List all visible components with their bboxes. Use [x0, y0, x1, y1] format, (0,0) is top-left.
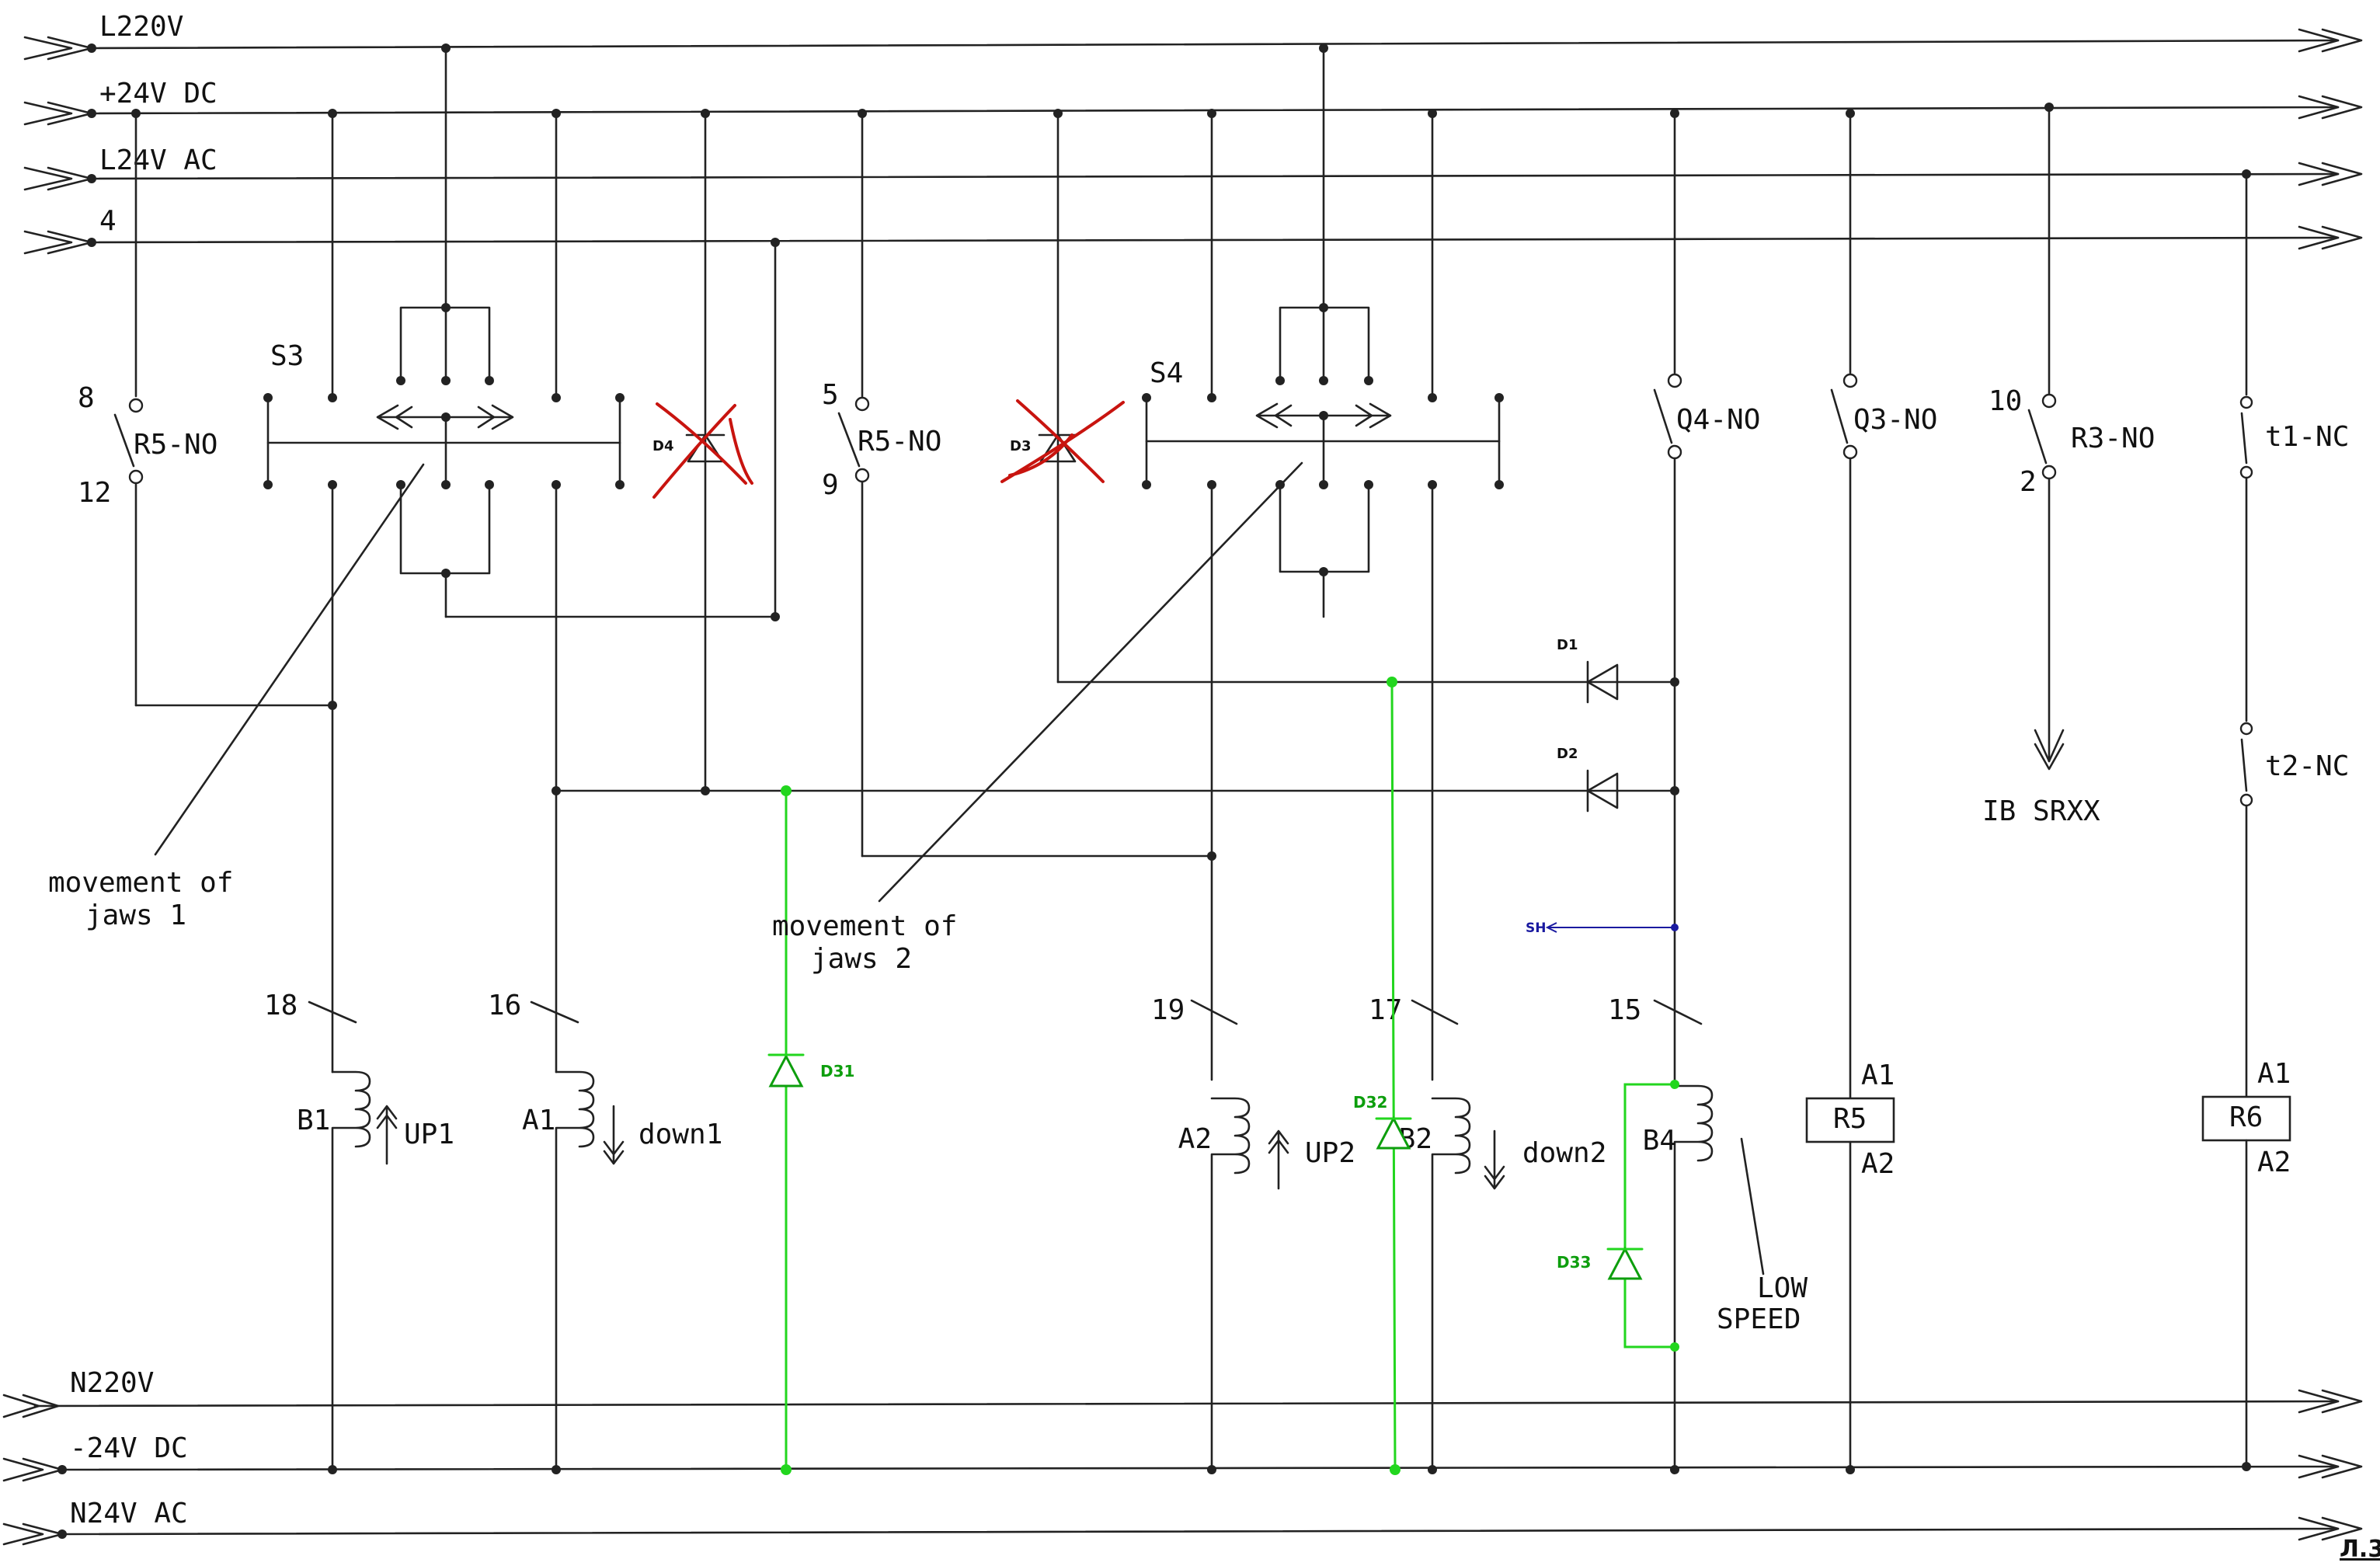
d33-diode-added — [1606, 1080, 1679, 1352]
r3-no-terminal-bottom: 2 — [2020, 466, 2037, 498]
b1-up1-coil — [308, 1000, 398, 1474]
d1-diode — [1056, 660, 1679, 704]
rail-label-p24v-dc: +24V DC — [99, 78, 217, 110]
a2-label: A2 — [1178, 1123, 1212, 1155]
q4-no-contact — [1653, 109, 1682, 1088]
d3-label: D3 — [1010, 438, 1031, 454]
b1-label: B1 — [297, 1105, 330, 1136]
q3-no-contact — [1830, 109, 1858, 1100]
d3-diode-removed — [1000, 109, 1125, 684]
a1-down1-coil — [530, 1000, 625, 1474]
d32-label: D32 — [1353, 1093, 1387, 1112]
sheet-number: Л.3 — [2340, 1536, 2380, 1563]
r5-relay-a2: A2 — [1861, 1148, 1895, 1180]
rail-label-l24v-ac: L24V AC — [99, 144, 217, 176]
wire-15: 15 — [1608, 994, 1641, 1026]
d2-label: D2 — [1557, 746, 1578, 762]
d33-label: D33 — [1557, 1253, 1591, 1272]
r3-no-label: R3-NO — [2071, 423, 2155, 454]
wire-19: 19 — [1151, 994, 1185, 1026]
d1-label: D1 — [1557, 637, 1578, 653]
d4-label: D4 — [652, 438, 673, 454]
r5-no-1-terminal-bottom: 12 — [78, 477, 111, 509]
rail-label-n24v-ac: N24V AC — [70, 1498, 188, 1529]
low-speed-line2: SPEED — [1717, 1303, 1801, 1335]
wire-18: 18 — [264, 990, 298, 1021]
rail-label-4: 4 — [99, 205, 117, 237]
r5-relay-a1: A1 — [1861, 1060, 1895, 1091]
r6-relay-label: R6 — [2229, 1101, 2263, 1133]
jaws1-note-line1: movement of — [48, 867, 233, 899]
s4-label: S4 — [1150, 357, 1183, 389]
r6-relay-a1: A1 — [2257, 1058, 2291, 1090]
r5-no-contact-1 — [113, 109, 334, 707]
down2-label: down2 — [1522, 1137, 1606, 1169]
low-speed-line1: LOW — [1757, 1272, 1808, 1304]
supply-rails — [2, 28, 2363, 1546]
a2-up2-coil — [1190, 999, 1289, 1474]
d2-diode — [552, 769, 1679, 813]
d31-label: D31 — [820, 1062, 854, 1081]
s4-selector-switch — [878, 44, 1504, 1081]
b2-down2-coil — [1411, 999, 1505, 1474]
r3-no-terminal-top: 10 — [1989, 385, 2022, 417]
jaws2-note-line2: jaws 2 — [811, 943, 912, 975]
r5-no-2-terminal-bottom: 9 — [822, 469, 839, 501]
r5-relay-label: R5 — [1833, 1103, 1867, 1135]
t1-t2-nc-contacts — [2201, 169, 2291, 1471]
jaws1-note-line2: jaws 1 — [85, 900, 186, 931]
b4-label: B4 — [1643, 1125, 1676, 1157]
s3-selector-switch — [154, 44, 777, 1074]
down1-label: down1 — [638, 1119, 722, 1150]
d32-diode-added — [1375, 677, 1412, 1475]
d31-diode-added — [767, 785, 805, 1475]
t2-nc-label: t2-NC — [2265, 750, 2349, 782]
r5-no-2-label: R5-NO — [858, 426, 941, 458]
q3-no-label: Q3-NO — [1853, 404, 1937, 436]
r5-no-1-label: R5-NO — [134, 429, 217, 461]
rail-label-l220v: L220V — [99, 11, 183, 43]
wire-16: 16 — [488, 990, 521, 1021]
d4-diode-removed — [652, 109, 753, 792]
r5-no-1-terminal-top: 8 — [78, 382, 95, 414]
up2-label: UP2 — [1305, 1137, 1355, 1169]
sh-marker — [1545, 922, 1679, 933]
s3-label: S3 — [270, 340, 304, 372]
wire-17: 17 — [1369, 994, 1402, 1026]
a1-label: A1 — [522, 1105, 555, 1136]
r6-relay-a2: A2 — [2257, 1147, 2291, 1178]
r5-no-contact-2 — [837, 109, 1213, 858]
r3-no-contact — [2027, 103, 2065, 771]
ib-srxx-label: IB SRXX — [1982, 795, 2100, 827]
r5-relay-coil — [1805, 1097, 1895, 1474]
r5-no-2-terminal-top: 5 — [822, 379, 839, 411]
jaws2-note-line1: movement of — [772, 910, 957, 942]
t1-nc-label: t1-NC — [2265, 421, 2349, 453]
b4-low-speed-coil — [1653, 999, 1765, 1474]
sh-label: SH — [1526, 920, 1546, 936]
up1-label: UP1 — [404, 1119, 454, 1150]
rail-label-n220v: N220V — [70, 1367, 154, 1399]
q4-no-label: Q4-NO — [1676, 404, 1760, 436]
rail-label-m24v-dc: -24V DC — [70, 1432, 188, 1464]
